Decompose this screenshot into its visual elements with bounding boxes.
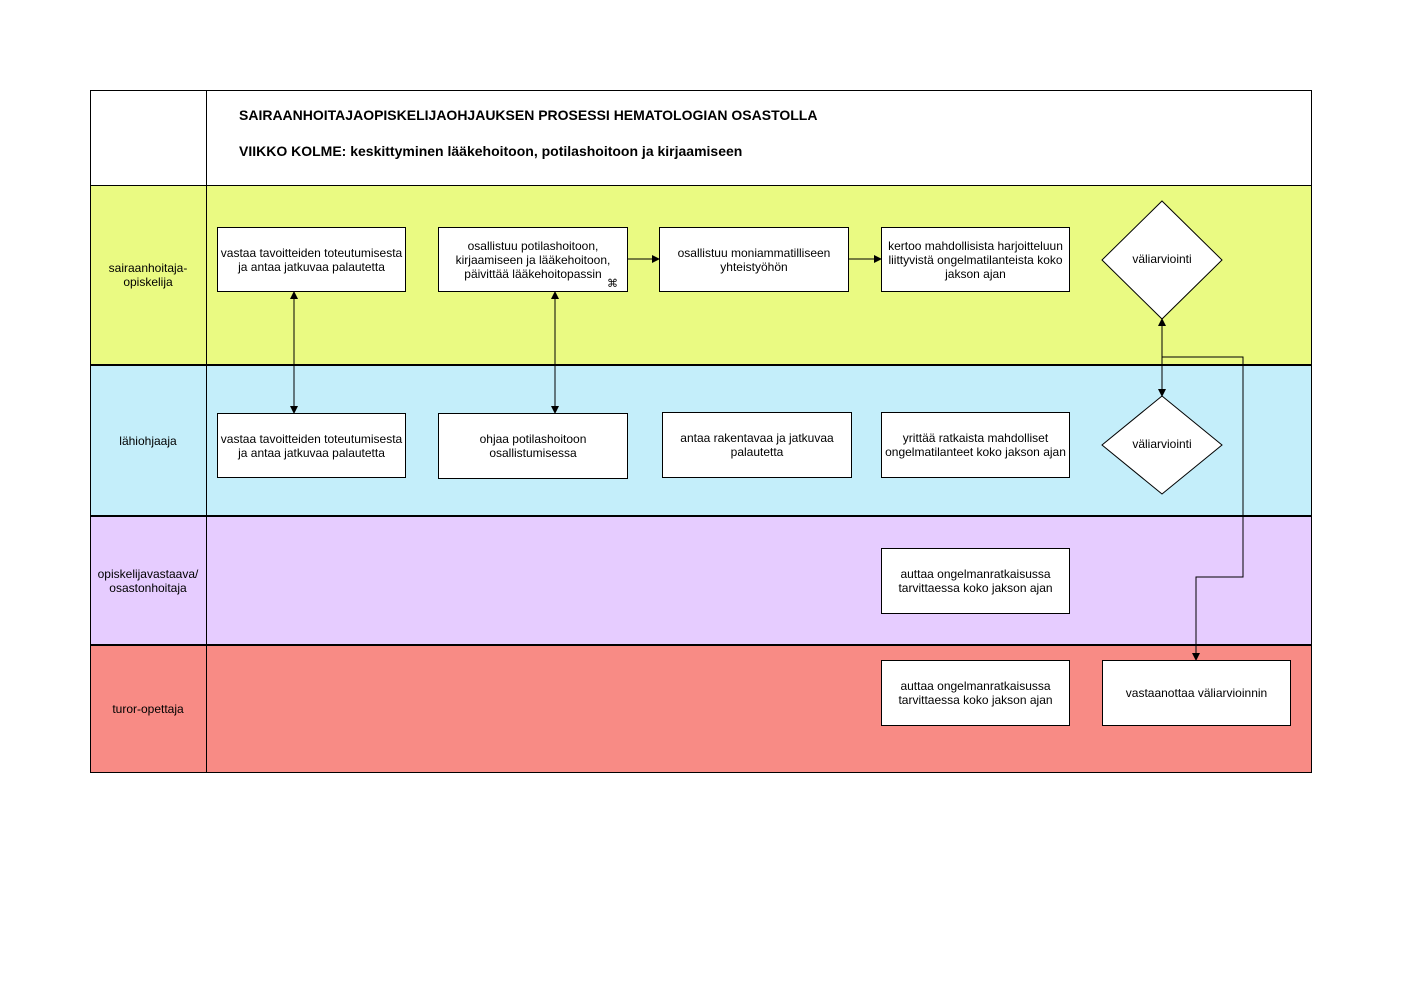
mentor-box-ongelmatilanteet: yrittää ratkaista mahdolliset ongelmatil… [881, 412, 1070, 478]
student-box-tavoitteet: vastaa tavoitteiden toteutumisesta ja an… [217, 227, 406, 292]
mentor-box-potilashoito: ohjaa potilashoitoon osallistumisessa [438, 413, 628, 479]
tutor-box-ongelmanratkaisu: auttaa ongelmanratkaisussa tarvittaessa … [881, 660, 1070, 726]
lane-label-ward: opiskelijavastaava/ osastonhoitaja [97, 566, 199, 595]
mentor-box-palaute: antaa rakentavaa ja jatkuvaa palautetta [662, 412, 852, 478]
diamond-mentor-valiarviointi [1101, 395, 1223, 495]
student-box-moniammatillinen: osallistuu moniammatilliseen yhteistyöhö… [659, 227, 849, 292]
connector-diamond-tutor [1162, 356, 1244, 661]
tutor-box-valiarviointi: vastaanottaa väliarvioinnin [1102, 660, 1291, 726]
mentor-box-tavoitteet: vastaa tavoitteiden toteutumisesta ja an… [217, 413, 406, 478]
student-box-potilashoito: osallistuu potilashoitoon, kirjaamiseen … [438, 227, 628, 292]
student-box-ongelmatilanteet: kertoo mahdollisista harjoitteluun liitt… [881, 227, 1070, 292]
lane-label-mentor: lähiohjaaja [119, 433, 177, 448]
diagram-frame [90, 90, 1312, 773]
subprocess-icon: ⌘ [607, 278, 618, 290]
lane-label-student: sairaanhoitaja- opiskelija [108, 261, 188, 289]
lane-divider [206, 90, 207, 773]
page-subtitle: VIIKKO KOLME: keskittyminen lääkehoitoon… [239, 143, 743, 159]
page-title: SAIRAANHOITAJAOPISKELIJAOHJAUKSEN PROSES… [239, 107, 818, 123]
student-diamond-label: väliarviointi [1132, 252, 1192, 266]
ward-box-ongelmanratkaisu: auttaa ongelmanratkaisussa tarvittaessa … [881, 548, 1070, 614]
lane-label-tutor: turor-opettaja [112, 702, 184, 716]
mentor-diamond-label: väliarviointi [1132, 437, 1192, 451]
lane-opiskelijavastaava [90, 516, 1312, 645]
